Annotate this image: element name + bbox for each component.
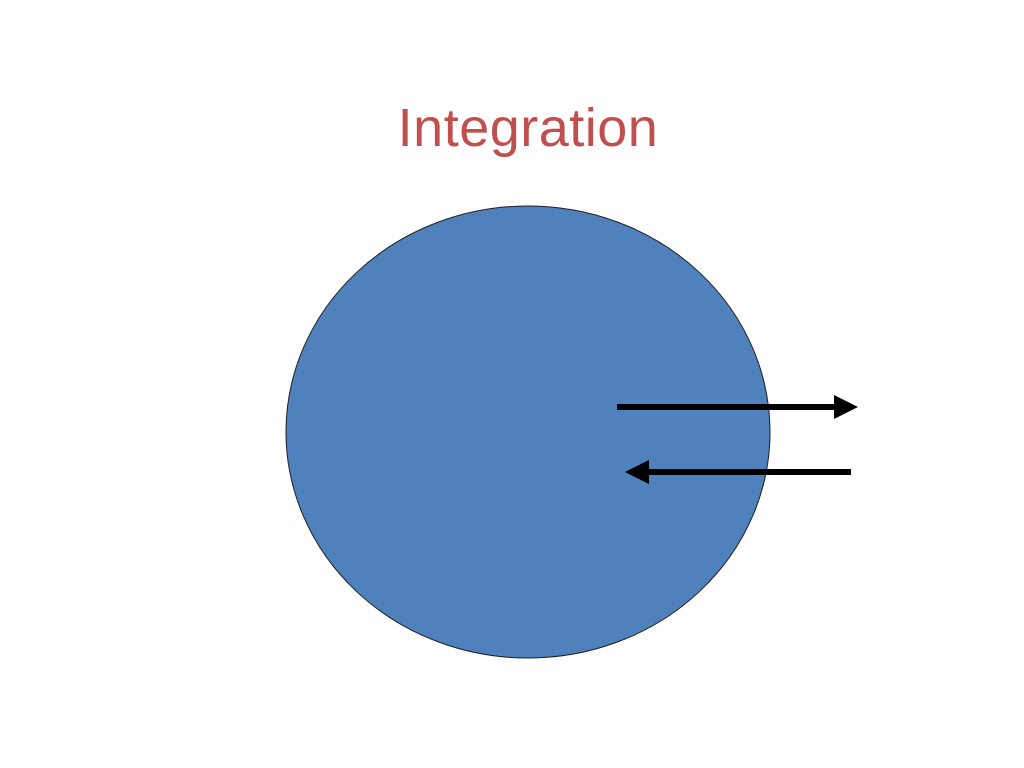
incoming-arrow (625, 460, 851, 484)
blue-circle (285, 205, 771, 659)
slide-title: Integration (397, 98, 659, 158)
title-container: Integration (0, 92, 1024, 164)
outgoing-arrow (617, 395, 858, 419)
